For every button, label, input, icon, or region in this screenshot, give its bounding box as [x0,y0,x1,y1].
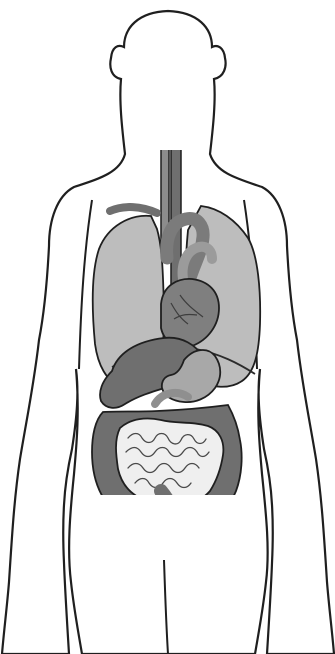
human-body-illustration [0,0,335,654]
anatomy-diagram [0,0,335,654]
